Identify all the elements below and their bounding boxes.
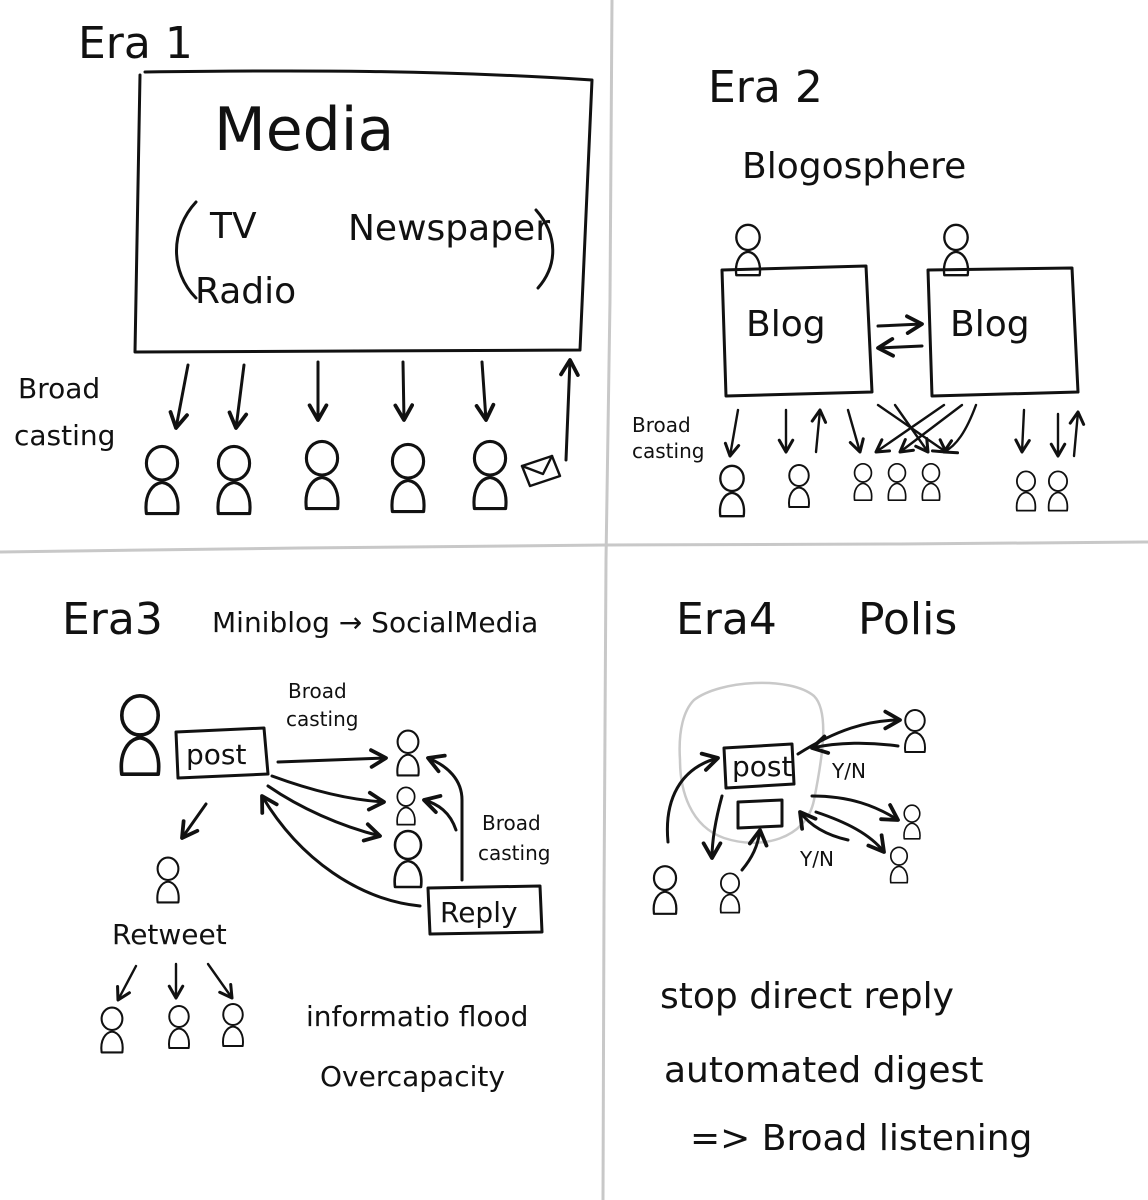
- follower-person: [223, 1004, 243, 1046]
- feedback-arrow: [1074, 412, 1078, 456]
- vote-arrow: [812, 743, 898, 748]
- participant-person: [654, 866, 677, 914]
- participant-arrow: [667, 758, 718, 842]
- stop-direct-reply-text: stop direct reply: [660, 976, 954, 1017]
- media-title: Media: [214, 95, 394, 165]
- era3-title: Era3: [62, 594, 163, 645]
- era3-broadcasting-right-line1: Broad: [482, 811, 541, 835]
- era1-panel: Era 1 Media TV Newspaper Radio Broad cas…: [14, 18, 592, 514]
- era4-title: Era4: [676, 594, 777, 645]
- era1-broadcasting-line1: Broad: [18, 372, 100, 405]
- era3-broadcasting-top-line2: casting: [286, 707, 358, 731]
- broadcast-arrow: [730, 410, 738, 456]
- automated-digest-text: automated digest: [664, 1050, 983, 1091]
- blog-left-label: Blog: [746, 304, 826, 345]
- audience-person: [218, 446, 250, 513]
- newspaper-label: Newspaper: [348, 208, 550, 249]
- rebroadcast-arrow: [424, 800, 456, 830]
- vote-label-bottom: Y/N: [799, 847, 834, 871]
- reader-person: [854, 464, 871, 500]
- audience-person: [146, 446, 178, 513]
- era1-broadcasting-line2: casting: [14, 419, 115, 452]
- audience-person: [306, 441, 338, 508]
- retweet-arrow: [182, 804, 206, 838]
- blog-link-arrow: [878, 324, 922, 326]
- vertical-divider: [603, 0, 612, 1200]
- vote-label-top: Y/N: [831, 759, 866, 783]
- era3-panel: Era3 Miniblog → SocialMedia post Broad c…: [62, 594, 550, 1093]
- follower-person: [397, 787, 415, 824]
- broadcast-arrow: [1022, 410, 1024, 452]
- broadcast-arrow: [236, 365, 244, 428]
- era3-post-label: post: [186, 738, 246, 771]
- letter-icon: [522, 456, 560, 486]
- feedback-arrow: [816, 410, 820, 452]
- information-flood-note: informatio flood: [306, 1000, 528, 1033]
- horizontal-divider: [0, 542, 1148, 552]
- blogger-person: [944, 225, 968, 275]
- radio-label: Radio: [195, 271, 296, 312]
- reader-person: [1049, 471, 1068, 510]
- era3-subtitle: Miniblog → SocialMedia: [212, 606, 538, 639]
- blogosphere-title: Blogosphere: [742, 146, 966, 187]
- left-paren: [177, 202, 197, 298]
- era2-broadcasting-line1: Broad: [632, 413, 691, 437]
- reader-person: [1017, 471, 1036, 510]
- era3-broadcasting-top-line1: Broad: [288, 679, 347, 703]
- era4-post-label: post: [732, 750, 792, 783]
- reader-person: [720, 466, 744, 516]
- broadcast-arrow: [176, 365, 188, 428]
- broad-listening-text: => Broad listening: [690, 1118, 1032, 1159]
- follower-person: [169, 1006, 189, 1048]
- participant-arrow: [712, 796, 722, 858]
- retweet-arrow: [208, 964, 232, 998]
- follower-person: [395, 831, 422, 887]
- reader-person: [888, 464, 905, 500]
- reader-person: [922, 464, 939, 500]
- participant-person: [721, 873, 740, 912]
- overcapacity-note: Overcapacity: [320, 1060, 505, 1093]
- broadcast-arrow: [848, 410, 860, 452]
- audience-person: [474, 441, 506, 508]
- broadcast-arrow: [403, 362, 404, 420]
- era2-panel: Era 2 Blogosphere Blog Blog Broad castin…: [632, 62, 1078, 516]
- era3-reply-label: Reply: [440, 896, 518, 929]
- tv-label: TV: [209, 206, 257, 247]
- era3-retweet-label: Retweet: [112, 918, 227, 951]
- rebroadcast-arrow: [428, 758, 462, 880]
- participant-arrow: [742, 830, 760, 870]
- blog-link-arrow: [878, 346, 922, 348]
- era2-broadcasting-line2: casting: [632, 439, 704, 463]
- participant-person: [904, 805, 920, 839]
- era1-title: Era 1: [78, 18, 193, 69]
- era2-title: Era 2: [708, 62, 823, 113]
- cross-arrow: [944, 405, 976, 452]
- blog-right-label: Blog: [950, 304, 1030, 345]
- era3-broadcasting-right-line2: casting: [478, 841, 550, 865]
- broadcast-arrow: [278, 758, 386, 762]
- broadcast-arrow: [482, 362, 486, 420]
- follower-person: [397, 731, 418, 776]
- reader-person: [789, 465, 809, 507]
- follower-person: [101, 1008, 122, 1053]
- retweet-arrow: [118, 966, 136, 1000]
- audience-person: [392, 444, 424, 511]
- retweeter-person: [157, 858, 178, 903]
- feedback-arrow: [566, 360, 570, 460]
- participant-person: [905, 710, 925, 752]
- poster-person: [121, 696, 158, 774]
- digest-box-icon: [738, 800, 782, 828]
- participant-person: [891, 847, 908, 882]
- era4-panel: Era4 Polis post Y/N Y/N stop direct repl…: [654, 594, 1033, 1159]
- polis-title: Polis: [858, 594, 957, 645]
